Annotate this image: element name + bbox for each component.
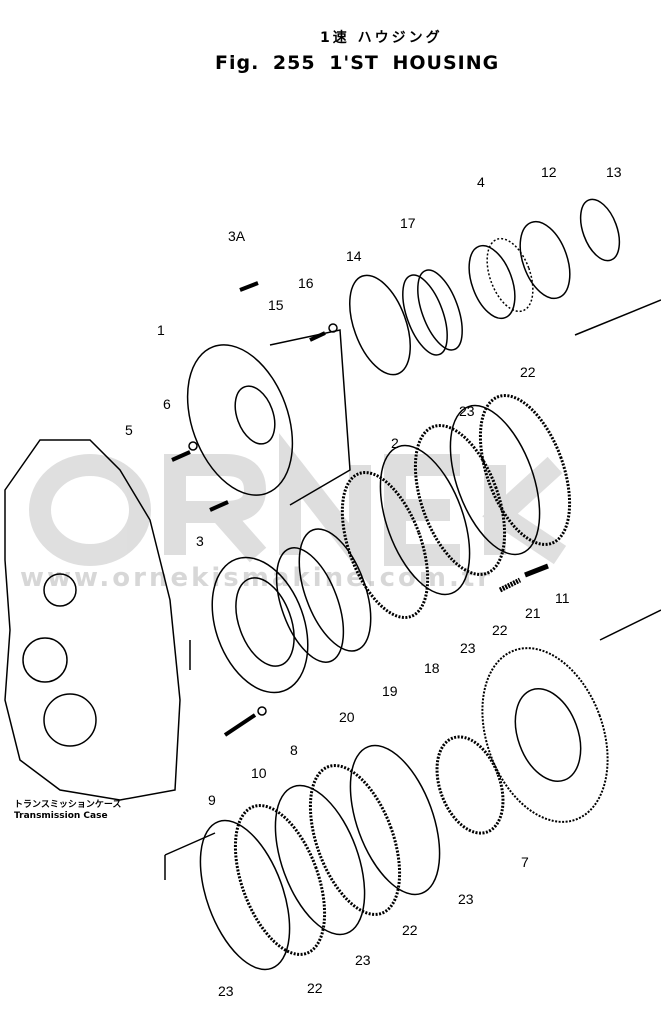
callout: 6: [163, 396, 171, 412]
callout: 15: [268, 297, 284, 313]
callout: 22: [492, 622, 508, 638]
callout: 23: [355, 952, 371, 968]
callout: 23: [459, 403, 475, 419]
callout: 21: [525, 605, 541, 621]
figure-title: Fig. 255 1'ST HOUSING: [215, 52, 500, 74]
transmission-case-label: トランスミッションケース Transmission Case: [14, 800, 121, 822]
callout: 3: [196, 533, 204, 549]
callout: 16: [298, 275, 314, 291]
callout: 23: [458, 891, 474, 907]
transmission-case-label-en: Transmission Case: [14, 811, 108, 821]
callout: 14: [346, 248, 362, 264]
callout: 23: [460, 640, 476, 656]
callout: 4: [477, 174, 485, 190]
callout: 11: [555, 590, 570, 606]
callout-labels: 3A 16 15 14 17 4 12 13 1 6 5 2 3 22 23 1…: [125, 164, 622, 999]
transmission-case: [4, 439, 181, 801]
watermark-logo: [29, 432, 567, 588]
callout: 1: [157, 322, 165, 338]
transmission-case-label-jp: トランスミッションケース: [14, 800, 122, 810]
figure-title-japanese: 1速 ハウジング: [320, 30, 443, 46]
callout: 12: [541, 164, 557, 180]
callout: 23: [218, 983, 234, 999]
callout: 10: [251, 765, 267, 781]
housing-part-1: [186, 344, 294, 496]
callout: 9: [208, 792, 216, 808]
callout: 22: [520, 364, 536, 380]
callout: 17: [400, 215, 416, 231]
callout: 19: [382, 683, 398, 699]
callout: 13: [606, 164, 622, 180]
housing-part-8: [211, 556, 309, 694]
callout: 22: [307, 980, 323, 996]
callout: 22: [402, 922, 418, 938]
callout: 2: [391, 435, 399, 451]
callout: 8: [290, 742, 298, 758]
callout: 20: [339, 709, 355, 725]
callout: 5: [125, 422, 133, 438]
callout: 7: [521, 854, 529, 870]
callout: 3A: [228, 228, 246, 244]
callout: 18: [424, 660, 440, 676]
